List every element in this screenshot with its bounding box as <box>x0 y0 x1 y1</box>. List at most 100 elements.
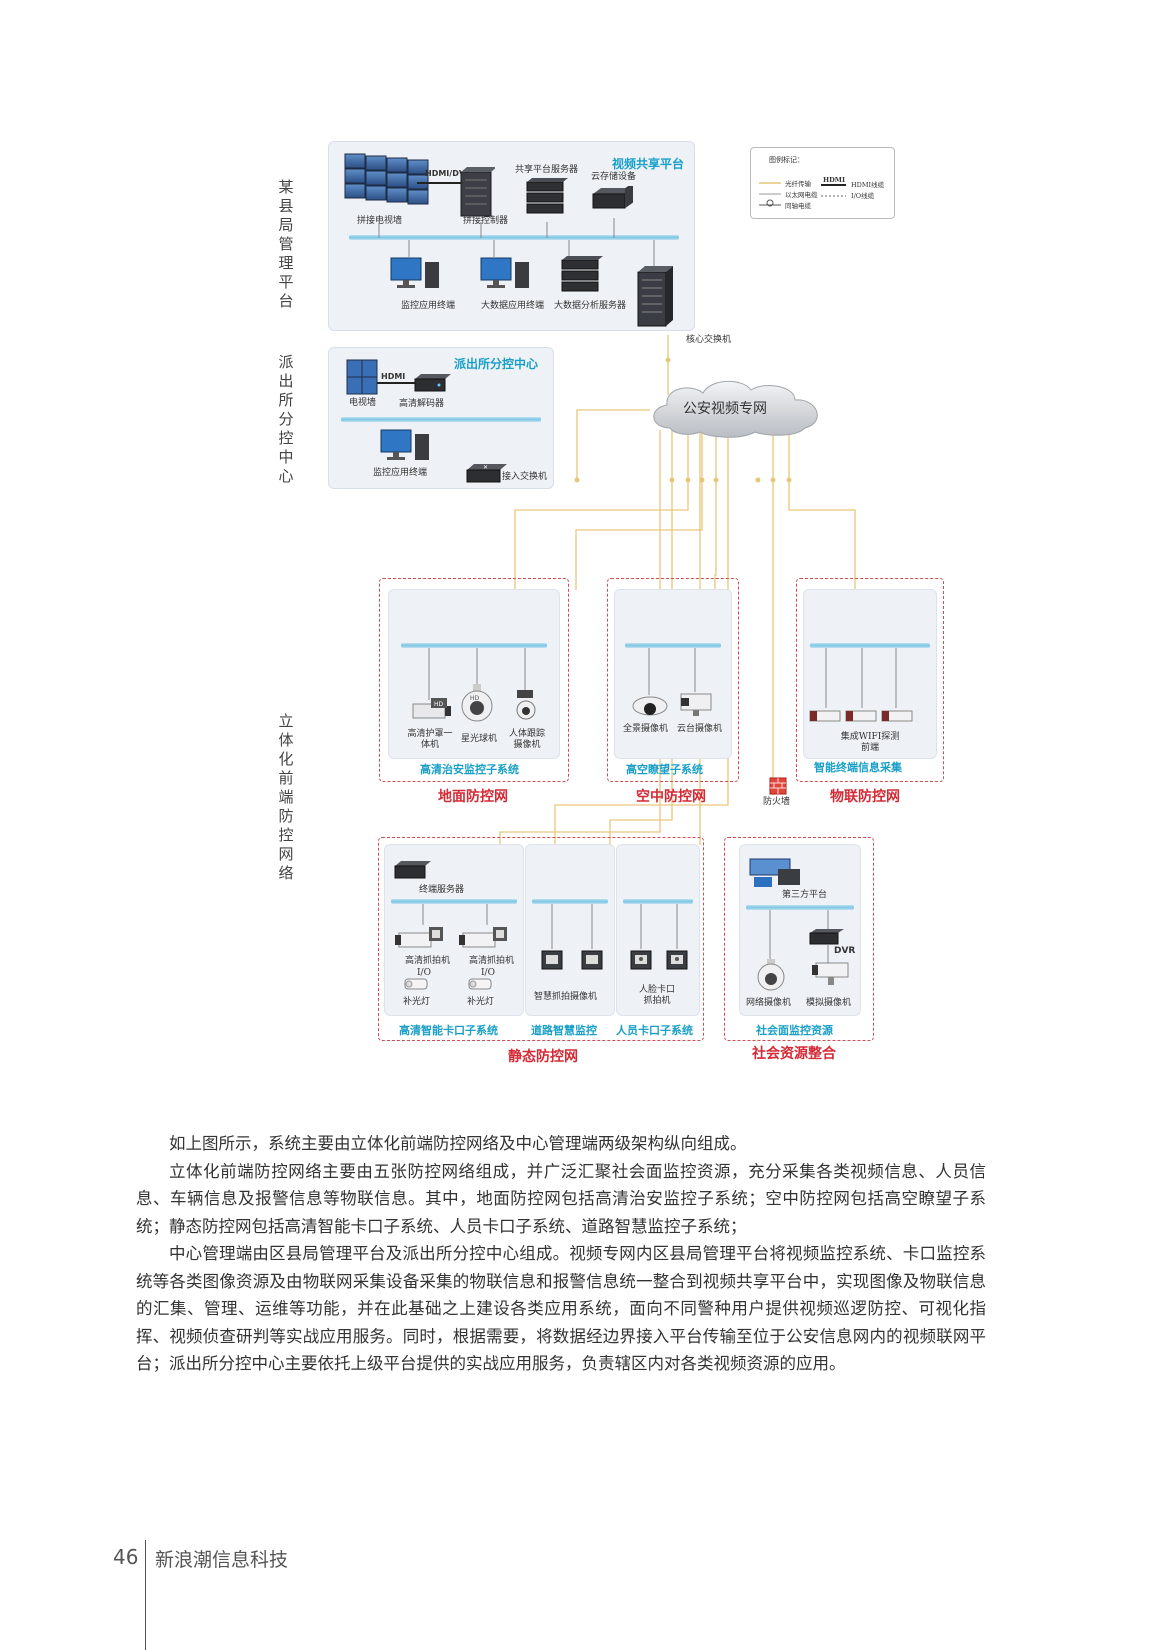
legend-fiber: 光纤传输 <box>785 180 811 188</box>
share-server-icon <box>524 178 570 218</box>
tv-wall-label: 电视墙 <box>349 398 377 408</box>
paragraph-3: 中心管理端由区县局管理平台及派出所分控中心组成。视频专网内区县局管理平台将视频监… <box>136 1244 986 1373</box>
station-panel: 派出所分控中心 电视墙 HDMI 高清解码器 监控应用终端 ✕ 接入交换机 <box>328 347 554 489</box>
monitor-terminal-icon <box>389 256 443 290</box>
dvr-icon <box>808 927 848 947</box>
share-server-label: 共享平台服务器 <box>515 165 579 175</box>
fill-light-label-1: 补光灯 <box>403 997 431 1007</box>
paragraph-1: 如上图所示，系统主要由立体化前端防控网络及中心管理端两级架构纵向组成。 <box>169 1134 747 1153</box>
hdmi-link <box>417 182 462 184</box>
splicing-controller-label: 拼接控制器 <box>463 216 509 226</box>
videowall-label: 拼接电视墙 <box>357 216 403 226</box>
bigdata-terminal-label: 大数据应用终端 <box>481 301 545 311</box>
air-net-title: 空中防控网 <box>636 789 706 805</box>
static-sub2-title: 道路智慧监控 <box>531 1024 597 1037</box>
social-net-box: 第三方平台 DVR 网络摄像机 模拟摄像机 社会面监控资源 <box>724 837 874 1041</box>
road-camera-label: 智慧抓拍摄像机 <box>534 992 598 1002</box>
static-drops-2 <box>551 904 593 949</box>
station-hdmi-link <box>377 382 417 384</box>
decoder-icon <box>413 372 453 394</box>
side-label-frontend: 立体化前端防控网络 <box>278 712 294 882</box>
static-sub1-title: 高清智能卡口子系统 <box>399 1024 498 1037</box>
legend-box: 图例标记： 光纤传输 以太网电缆 同轴电缆 HDMI HDMI线缆 I/O线缆 <box>750 147 895 219</box>
io-label-1: I/O <box>417 968 431 978</box>
cloud-label: 公安视频专网 <box>683 401 767 417</box>
social-drops <box>769 910 829 963</box>
static-bus-3 <box>623 899 693 904</box>
iot-net-box: 集成WIFI探测前端 智能终端信息采集 <box>796 578 944 782</box>
station-hdmi-label: HDMI <box>381 372 406 381</box>
road-camera-icon-1 <box>540 949 564 971</box>
county-bus <box>349 235 679 240</box>
ground-subsystem-title: 高清治安监控子系统 <box>420 763 519 776</box>
analog-camera-label: 模拟摄像机 <box>806 998 852 1008</box>
tv-wall-icon <box>345 358 381 398</box>
ptz-camera-label: 云台摄像机 <box>677 724 723 734</box>
station-title: 派出所分控中心 <box>454 357 539 371</box>
splicing-controller-icon <box>459 166 497 218</box>
static-bus-1 <box>391 899 517 904</box>
side-label-county: 某县局管理平台 <box>278 178 294 310</box>
legend-hdmi-short: HDMI <box>823 176 846 184</box>
firewall-label: 防火墙 <box>763 797 791 807</box>
iot-subsystem-title: 智能终端信息采集 <box>814 761 902 774</box>
air-drops <box>648 648 696 695</box>
tracking-camera-icon <box>515 688 537 724</box>
third-party-platform-label: 第三方平台 <box>782 890 828 900</box>
starlight-dome-label: 星光球机 <box>461 734 498 744</box>
io-label-2: I/O <box>481 968 495 978</box>
station-terminal-label: 监控应用终端 <box>373 468 428 478</box>
terminal-server-icon <box>393 859 433 881</box>
svg-text:✕: ✕ <box>483 464 488 471</box>
third-party-platform-icon <box>748 855 808 889</box>
core-switch-label: 核心交换机 <box>686 335 732 345</box>
core-switch-icon <box>635 266 675 328</box>
panoramic-camera-icon <box>631 694 669 718</box>
legend-io: I/O线缆 <box>851 192 875 200</box>
footer-page-number: 46 <box>113 1545 139 1569</box>
police-network-cloud: 公安视频专网 <box>645 378 835 440</box>
network-camera-icon <box>754 959 788 993</box>
firewall-icon <box>769 777 787 795</box>
static-sub3-title: 人员卡口子系统 <box>616 1024 693 1037</box>
capture-camera-icon-1 <box>393 925 447 953</box>
iot-net-title: 物联防控网 <box>830 789 900 805</box>
starlight-dome-icon: HD <box>459 684 495 724</box>
network-camera-label: 网络摄像机 <box>746 998 792 1008</box>
svg-text:HD: HD <box>434 701 444 708</box>
static-inner-1: 终端服务器 高清抓拍机 I/O 高清抓拍机 I/O 补光灯 补光灯 <box>384 844 524 1016</box>
face-camera-label: 人脸卡口抓拍机 <box>638 985 675 1006</box>
air-subsystem-title: 高空瞭望子系统 <box>626 763 703 776</box>
face-camera-icon-2 <box>665 949 689 971</box>
ground-net-title: 地面防控网 <box>438 789 508 805</box>
iot-drops <box>825 648 897 708</box>
cloud-storage-label: 云存储设备 <box>591 172 637 182</box>
static-inner-2: 智慧抓拍摄像机 <box>525 844 615 1016</box>
air-inner: 全景摄像机 云台摄像机 <box>614 589 732 759</box>
wifi-probe-icon-2 <box>844 708 880 726</box>
monitor-terminal-label: 监控应用终端 <box>401 301 456 311</box>
fill-light-icon-2 <box>465 975 495 993</box>
hd-housing-camera-icon: HD <box>407 698 457 724</box>
legend-coax: 同轴电缆 <box>785 202 811 210</box>
county-platform-panel: 视频共享平台 拼接电视墙 HDMI/DVI 拼接控制器 共享平台服务器 云存储设… <box>328 141 695 331</box>
footer-divider <box>145 1540 146 1650</box>
hd-housing-camera-label: 高清护罩一体机 <box>407 729 453 750</box>
fill-light-icon-1 <box>401 975 431 993</box>
air-net-box: 全景摄像机 云台摄像机 高空瞭望子系统 <box>607 578 739 782</box>
static-drops-3 <box>640 904 678 949</box>
ground-drops <box>428 648 526 700</box>
capture-camera-icon-2 <box>457 925 511 953</box>
station-terminal-icon <box>379 428 433 462</box>
county-drops <box>378 218 655 266</box>
social-subsystem-title: 社会面监控资源 <box>756 1024 833 1037</box>
footer-company: 新浪潮信息科技 <box>155 1549 289 1571</box>
social-inner: 第三方平台 DVR 网络摄像机 模拟摄像机 <box>739 844 861 1016</box>
bigdata-terminal-icon <box>479 256 533 290</box>
static-net-title: 静态防控网 <box>508 1049 578 1065</box>
fill-light-label-2: 补光灯 <box>467 997 495 1007</box>
panoramic-camera-label: 全景摄像机 <box>623 724 669 734</box>
terminal-server-label: 终端服务器 <box>419 885 465 895</box>
station-bus <box>341 417 541 422</box>
